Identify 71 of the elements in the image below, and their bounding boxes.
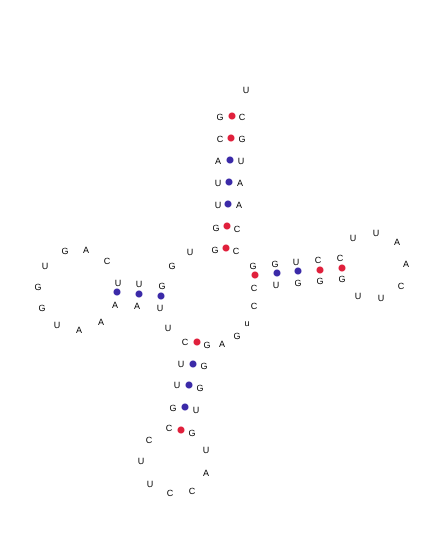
- nucleotide-letter: U: [202, 445, 210, 455]
- nucleotide-letter: G: [212, 223, 220, 233]
- nucleotide-letter: C: [250, 301, 258, 311]
- nucleotide-letter: U: [214, 178, 222, 188]
- nucleotide-letter: G: [196, 383, 204, 393]
- nucleotide-letter: C: [398, 281, 404, 291]
- nucleotide-letter: C: [232, 246, 240, 256]
- nucleotide-letter: U: [156, 303, 164, 313]
- nucleotide-letter: G: [238, 134, 246, 144]
- nucleotide-letter: G: [158, 281, 166, 291]
- nucleotide-letter: U: [214, 200, 222, 210]
- nucleotide-letter: G: [212, 245, 218, 255]
- nucleotide-letter: A: [203, 468, 209, 478]
- nucleotide-letter: U: [272, 280, 280, 290]
- nucleotide-letter: U: [354, 291, 362, 301]
- nucleotide-letter: U: [192, 405, 200, 415]
- nucleotide-letter: A: [403, 259, 409, 269]
- nucleotide-letter: C: [182, 337, 188, 347]
- nucleotide-letter: U: [164, 323, 172, 333]
- nucleotide-letter: G: [272, 259, 278, 269]
- nucleotide-letter: G: [294, 278, 302, 288]
- nucleotide-letter: U: [138, 456, 144, 466]
- nucleotide-letter: U: [372, 228, 380, 238]
- nucleotide-letter: C: [104, 256, 110, 266]
- nucleotide-letter: A: [76, 325, 82, 335]
- nucleotide-letter: U: [136, 279, 142, 289]
- nucleotide-letter: A: [98, 317, 104, 327]
- nucleotide-letter: C: [314, 255, 322, 265]
- nucleotide-letter: A: [83, 245, 89, 255]
- nucleotide-letter: G: [170, 403, 176, 413]
- nucleotide-letter: C: [166, 423, 172, 433]
- nucleotide-letter: G: [204, 340, 210, 350]
- nucleotide-letter: G: [216, 112, 224, 122]
- nucleotide-letter: U: [242, 85, 250, 95]
- nucleotide-letter: C: [336, 253, 344, 263]
- nucleotide-letter: C: [250, 283, 258, 293]
- nucleotide-letter: U: [350, 233, 356, 243]
- nucleotide-letter: G: [316, 276, 324, 286]
- nucleotide-letter: G: [200, 361, 208, 371]
- nucleotide-letter: A: [236, 200, 242, 210]
- nucleotide-letter: A: [219, 339, 225, 349]
- nucleotide-letter: G: [250, 261, 256, 271]
- nucleotide-letter: G: [62, 246, 68, 256]
- nucleotide-letter: U: [378, 293, 384, 303]
- nucleotide-letter: A: [394, 237, 400, 247]
- nucleotide-letter: C: [146, 435, 152, 445]
- nucleotide-letter: A: [134, 301, 140, 311]
- nucleotide-letter: C: [238, 112, 246, 122]
- nucleotide-letter: U: [114, 278, 122, 288]
- nucleotide-letter: U: [54, 320, 60, 330]
- nucleotide-letter: C: [234, 224, 240, 234]
- nucleotide-letter: G: [188, 428, 196, 438]
- nucleotide-letter: A: [237, 178, 243, 188]
- nucleotide-letter: C: [188, 486, 196, 496]
- nucleotide-letter: G: [168, 261, 176, 271]
- nucleotide-letter: G: [338, 274, 346, 284]
- nucleotide-letter: u: [244, 318, 250, 328]
- nucleotide-letter: G: [38, 303, 46, 313]
- nucleotide-letter: C: [166, 488, 174, 498]
- nucleotide-letter: U: [174, 380, 180, 390]
- nucleotide-letter: A: [215, 156, 221, 166]
- nucleotide-letter: G: [34, 282, 42, 292]
- nucleotide-letter: A: [112, 300, 118, 310]
- nucleotide-letter: U: [42, 261, 48, 271]
- nucleotide-letter: C: [216, 134, 224, 144]
- nucleotide-letter: G: [234, 331, 240, 341]
- nucleotide-letter: U: [238, 156, 244, 166]
- nucleotide-letter: U: [178, 359, 184, 369]
- nucleotide-letter: U: [292, 257, 300, 267]
- nucleotide-letter: U: [146, 479, 154, 489]
- nucleotide-letter: U: [186, 247, 194, 257]
